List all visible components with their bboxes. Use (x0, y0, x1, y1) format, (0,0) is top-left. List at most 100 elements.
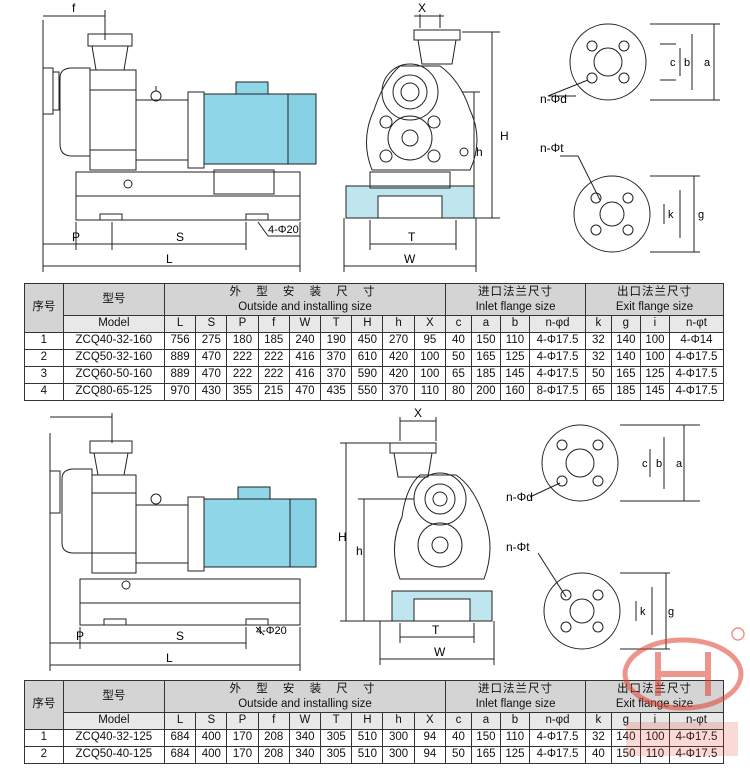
value-cell: 32 (585, 729, 612, 747)
value-cell: 4-Φ17.5 (668, 366, 725, 384)
model-cn-header: 型号 (62, 680, 165, 713)
col-header: k (585, 315, 612, 333)
value-cell: 4-Φ17.5 (668, 349, 725, 367)
col-header: n-φd (528, 712, 587, 730)
value-cell: 370 (320, 349, 353, 367)
suction-flange-side (49, 470, 61, 514)
col-header: L (163, 712, 197, 730)
value-cell: 140 (610, 332, 641, 350)
col-header: L (163, 315, 197, 333)
col-header: g (610, 712, 641, 730)
value-cell: 40 (445, 332, 472, 350)
value-cell: 125 (499, 349, 530, 367)
dim-h-lower-label: h (476, 145, 483, 159)
value-cell: 756 (163, 332, 197, 350)
inlet-flange-front (413, 472, 467, 526)
value-cell: 684 (163, 729, 197, 747)
value-cell: 50 (585, 366, 612, 384)
value-cell: 140 (610, 349, 641, 367)
value-cell: 160 (499, 383, 530, 401)
value-cell: 510 (351, 729, 384, 747)
col-header: S (195, 712, 228, 730)
value-cell: 4-Φ17.5 (528, 349, 587, 367)
flange-a-label: a (704, 57, 711, 69)
value-cell: 355 (226, 383, 259, 401)
value-cell: 470 (195, 366, 228, 384)
value-cell: 889 (163, 366, 197, 384)
col-header: n-φt (668, 712, 725, 730)
value-cell: 100 (413, 349, 447, 367)
dim-x-label: X (418, 1, 426, 15)
value-cell: 170 (226, 729, 259, 747)
flange-k-label: k (640, 606, 646, 618)
value-cell: 185 (257, 332, 290, 350)
col-header: c (445, 315, 472, 333)
value-cell: 4-Φ17.5 (528, 366, 587, 384)
value-cell: 145 (499, 366, 530, 384)
col-header: n-φd (528, 315, 587, 333)
flange-g-label: g (698, 209, 704, 221)
value-cell: 370 (382, 383, 415, 401)
value-cell: 110 (413, 383, 447, 401)
value-cell: 94 (413, 746, 447, 764)
dim-l-label: L (166, 252, 173, 266)
value-cell: 370 (320, 366, 353, 384)
seq-header: 序号 (24, 680, 64, 730)
value-cell: 125 (499, 746, 530, 764)
value-cell: 4-Φ17.5 (528, 332, 587, 350)
value-cell: 4-Φ14 (668, 332, 725, 350)
model-cell: ZCQ50-40-125 (62, 746, 165, 764)
value-cell: 970 (163, 383, 197, 401)
dim-x-label: X (414, 406, 422, 420)
value-cell: 400 (195, 729, 228, 747)
dim-t-label: T (408, 230, 416, 244)
value-cell: 100 (413, 366, 447, 384)
value-cell: 150 (470, 729, 501, 747)
column-header-row: Model L S P f W T H h X c a b n-φd k g i… (25, 315, 725, 333)
value-cell: 305 (320, 729, 353, 747)
col-header: T (320, 315, 353, 333)
dim-s-label: S (176, 629, 184, 643)
value-cell: 435 (320, 383, 353, 401)
exit-flange-detail (543, 572, 621, 650)
discharge-flange-side (87, 33, 133, 47)
pump-casing-side (61, 468, 93, 554)
value-cell: 50 (445, 746, 472, 764)
exit-flange-detail (573, 175, 651, 253)
base-side (75, 171, 301, 221)
bearing-housing (135, 99, 189, 161)
pump-casing-front (366, 65, 478, 171)
col-header: S (195, 315, 228, 333)
col-header: f (257, 315, 290, 333)
col-header: g (610, 315, 641, 333)
dim-l-label: L (166, 651, 173, 665)
flange-k-label: k (668, 209, 674, 221)
col-header: b (499, 315, 530, 333)
model-cell: ZCQ50-32-160 (62, 349, 165, 367)
value-cell: 4-Φ17.5 (668, 746, 725, 764)
dim-w-label: W (404, 252, 416, 266)
pump-casing-front (393, 474, 491, 580)
value-cell: 4-Φ17.5 (528, 746, 587, 764)
col-header: T (320, 712, 353, 730)
row-number: 1 (24, 332, 64, 350)
value-cell: 40 (445, 729, 472, 747)
value-cell: 4-Φ17.5 (668, 383, 725, 401)
value-cell: 100 (639, 332, 670, 350)
value-cell: 110 (499, 729, 530, 747)
row-number: 4 (24, 383, 64, 401)
value-cell: 240 (288, 332, 322, 350)
flange-c-label: c (670, 57, 676, 69)
value-cell: 150 (610, 746, 641, 764)
inlet-flange-front (381, 63, 439, 121)
col-header: W (288, 712, 322, 730)
value-cell: 222 (226, 366, 259, 384)
model-en-header: Model (62, 712, 165, 730)
value-cell: 590 (351, 366, 384, 384)
